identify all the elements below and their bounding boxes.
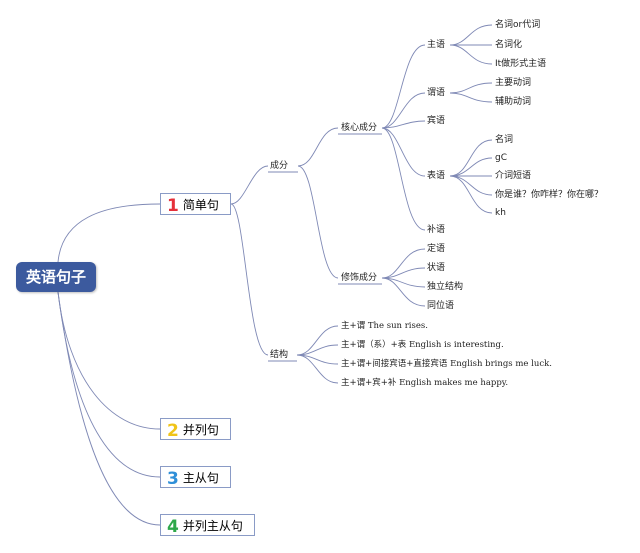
branch-label: 主从句 [182, 471, 219, 485]
structure-pattern: 主+谓 [341, 321, 366, 331]
node-object[interactable]: 宾语 [427, 116, 446, 126]
branch-number: 4 [167, 517, 179, 537]
subject-item[interactable]: 名词or代词 [495, 20, 541, 30]
predicative-item[interactable]: 名词 [495, 135, 514, 145]
branch-number: 1 [167, 196, 179, 216]
predicative-item[interactable]: kh [495, 208, 506, 218]
node-complement[interactable]: 补语 [427, 225, 446, 235]
root-node[interactable]: 英语句子 [16, 262, 96, 292]
structure-example: English makes me happy. [399, 378, 509, 388]
predicative-item[interactable]: 介词短语 [495, 171, 532, 181]
branch-label: 并列主从句 [182, 519, 243, 533]
modifier-item[interactable]: 状语 [427, 263, 446, 273]
structure-item[interactable]: 主+谓+宾+补 English makes me happy. [341, 377, 508, 389]
structure-item[interactable]: 主+谓+间接宾语+直接宾语 English brings me luck. [341, 358, 552, 370]
structure-example: English is interesting. [408, 340, 504, 350]
subject-item[interactable]: 名词化 [495, 40, 523, 50]
node-core-components[interactable]: 核心成分 [341, 123, 378, 133]
modifier-item[interactable]: 同位语 [427, 301, 455, 311]
branch-number: 3 [167, 469, 179, 489]
predicative-item[interactable]: gC [495, 153, 507, 163]
predicative-item[interactable]: 你是谁？你咋样？你在哪？ [495, 190, 604, 200]
structure-item[interactable]: 主+谓 The sun rises. [341, 320, 428, 332]
structure-pattern: 主+谓+间接宾语+直接宾语 [341, 359, 448, 369]
branch-label: 简单句 [182, 198, 219, 212]
modifier-item[interactable]: 定语 [427, 244, 446, 254]
subject-item[interactable]: It做形式主语 [495, 59, 547, 69]
structure-pattern: 主+谓（系）+表 [341, 340, 407, 350]
node-components[interactable]: 成分 [270, 161, 289, 171]
branch-number: 2 [167, 421, 179, 441]
predicate-item[interactable]: 辅助动词 [495, 97, 532, 107]
node-predicative[interactable]: 表语 [427, 171, 446, 181]
node-modifier-components[interactable]: 修饰成分 [341, 273, 378, 283]
branch-label: 并列句 [182, 423, 219, 437]
node-subject[interactable]: 主语 [427, 40, 446, 50]
node-predicate[interactable]: 谓语 [427, 88, 446, 98]
structure-pattern: 主+谓+宾+补 [341, 378, 397, 388]
structure-example: English brings me luck. [450, 359, 552, 369]
modifier-item[interactable]: 独立结构 [427, 282, 464, 292]
structure-item[interactable]: 主+谓（系）+表 English is interesting. [341, 339, 504, 351]
structure-example: The sun rises. [367, 321, 428, 331]
node-structure[interactable]: 结构 [270, 350, 289, 360]
predicate-item[interactable]: 主要动词 [495, 78, 532, 88]
